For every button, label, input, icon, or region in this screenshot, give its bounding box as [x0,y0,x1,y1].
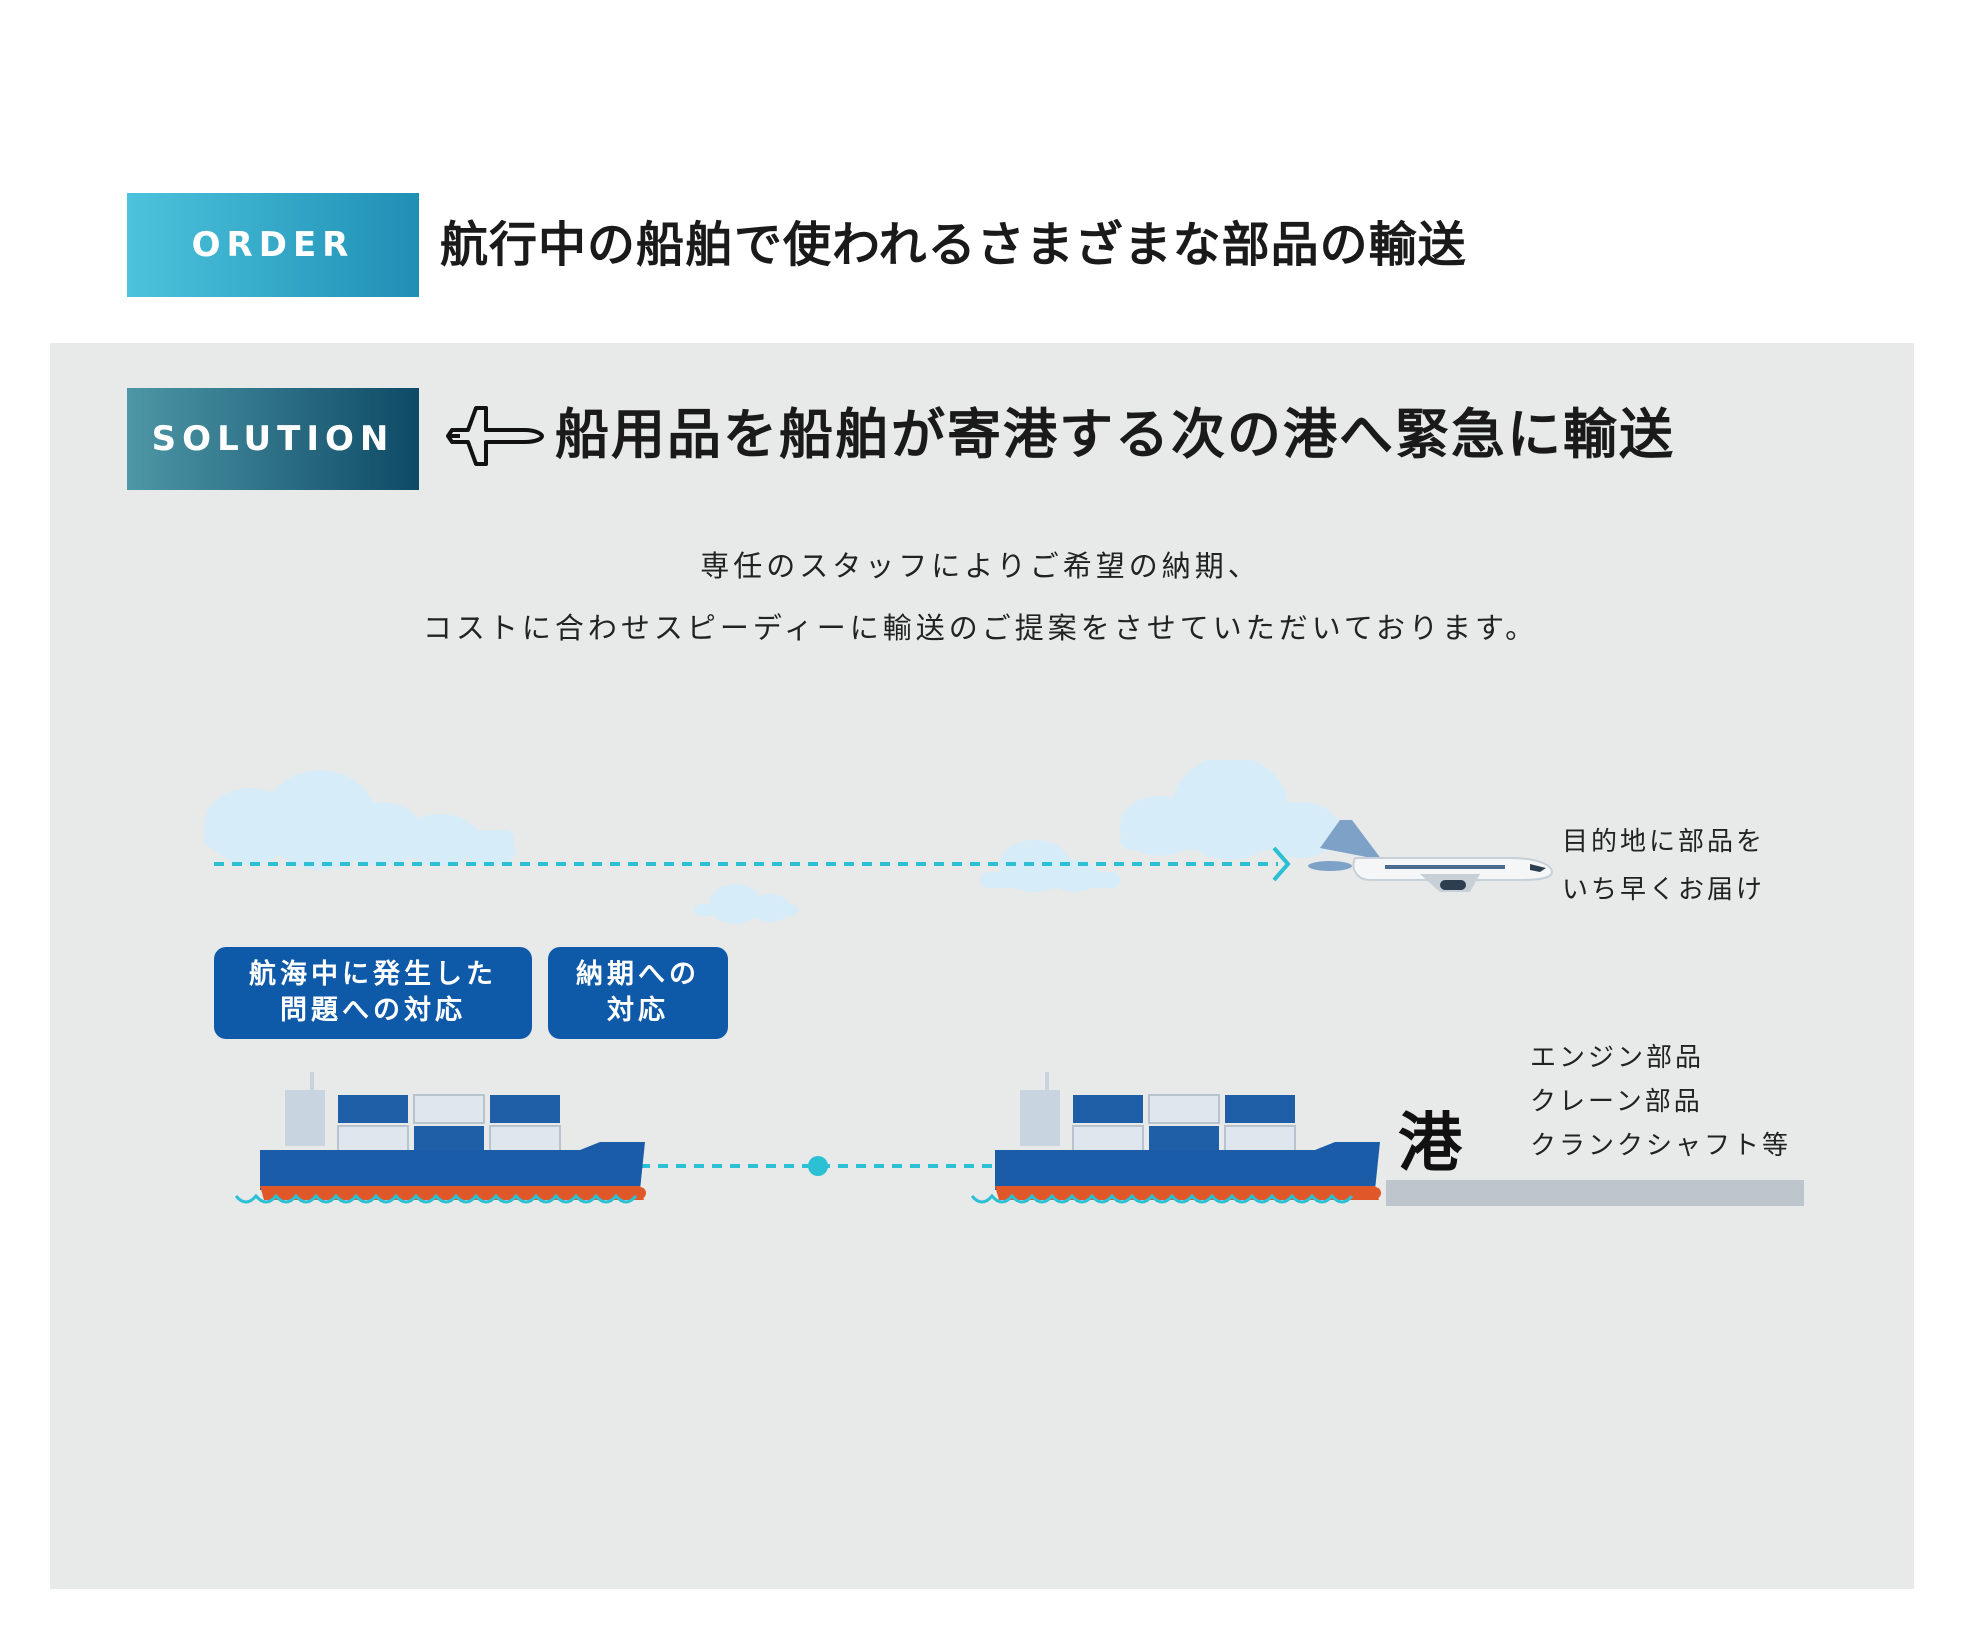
tag-trouble-line-1: 航海中に発生した [249,957,497,993]
parts-item: クレーン部品 [1530,1080,1791,1124]
delivery-caption: 目的地に部品を いち早くお届け [1562,818,1765,914]
airplane-icon [1308,820,1552,892]
parts-item: クランクシャフト等 [1530,1124,1791,1168]
cloud-icon [204,770,516,870]
tag-deadline-response: 納期への 対応 [548,947,728,1039]
cloud-icon [1120,760,1342,860]
solution-title: 船用品を船舶が寄港する次の港へ緊急に輸送 [555,402,1675,468]
airplane-icon [446,400,546,470]
order-badge: ORDER [127,193,419,297]
parts-list: エンジン部品 クレーン部品 クランクシャフト等 [1530,1036,1791,1168]
parts-item: エンジン部品 [1530,1036,1791,1080]
tag-deadline-line-1: 納期への [576,957,700,993]
tag-trouble-line-2: 問題への対応 [280,993,466,1029]
cloud-icon [694,884,798,924]
delivery-line-2: いち早くお届け [1562,866,1765,914]
route-node [808,1156,828,1176]
port-label: 港 [1398,1092,1462,1184]
cargo-ship-icon [236,1072,646,1202]
tag-trouble-response: 航海中に発生した 問題への対応 [214,947,532,1039]
delivery-line-1: 目的地に部品を [1562,818,1765,866]
cargo-ship-icon [972,1072,1381,1202]
solution-badge: SOLUTION [127,388,419,490]
description-line-1: 専任のスタッフによりご希望の納期、 [0,543,1961,585]
description-line-2: コストに合わせスピーディーに輸送のご提案をさせていただいております。 [0,605,1961,647]
order-title: 航行中の船舶で使われるさまざまな部品の輸送 [440,215,1467,275]
tag-deadline-line-2: 対応 [607,993,669,1029]
